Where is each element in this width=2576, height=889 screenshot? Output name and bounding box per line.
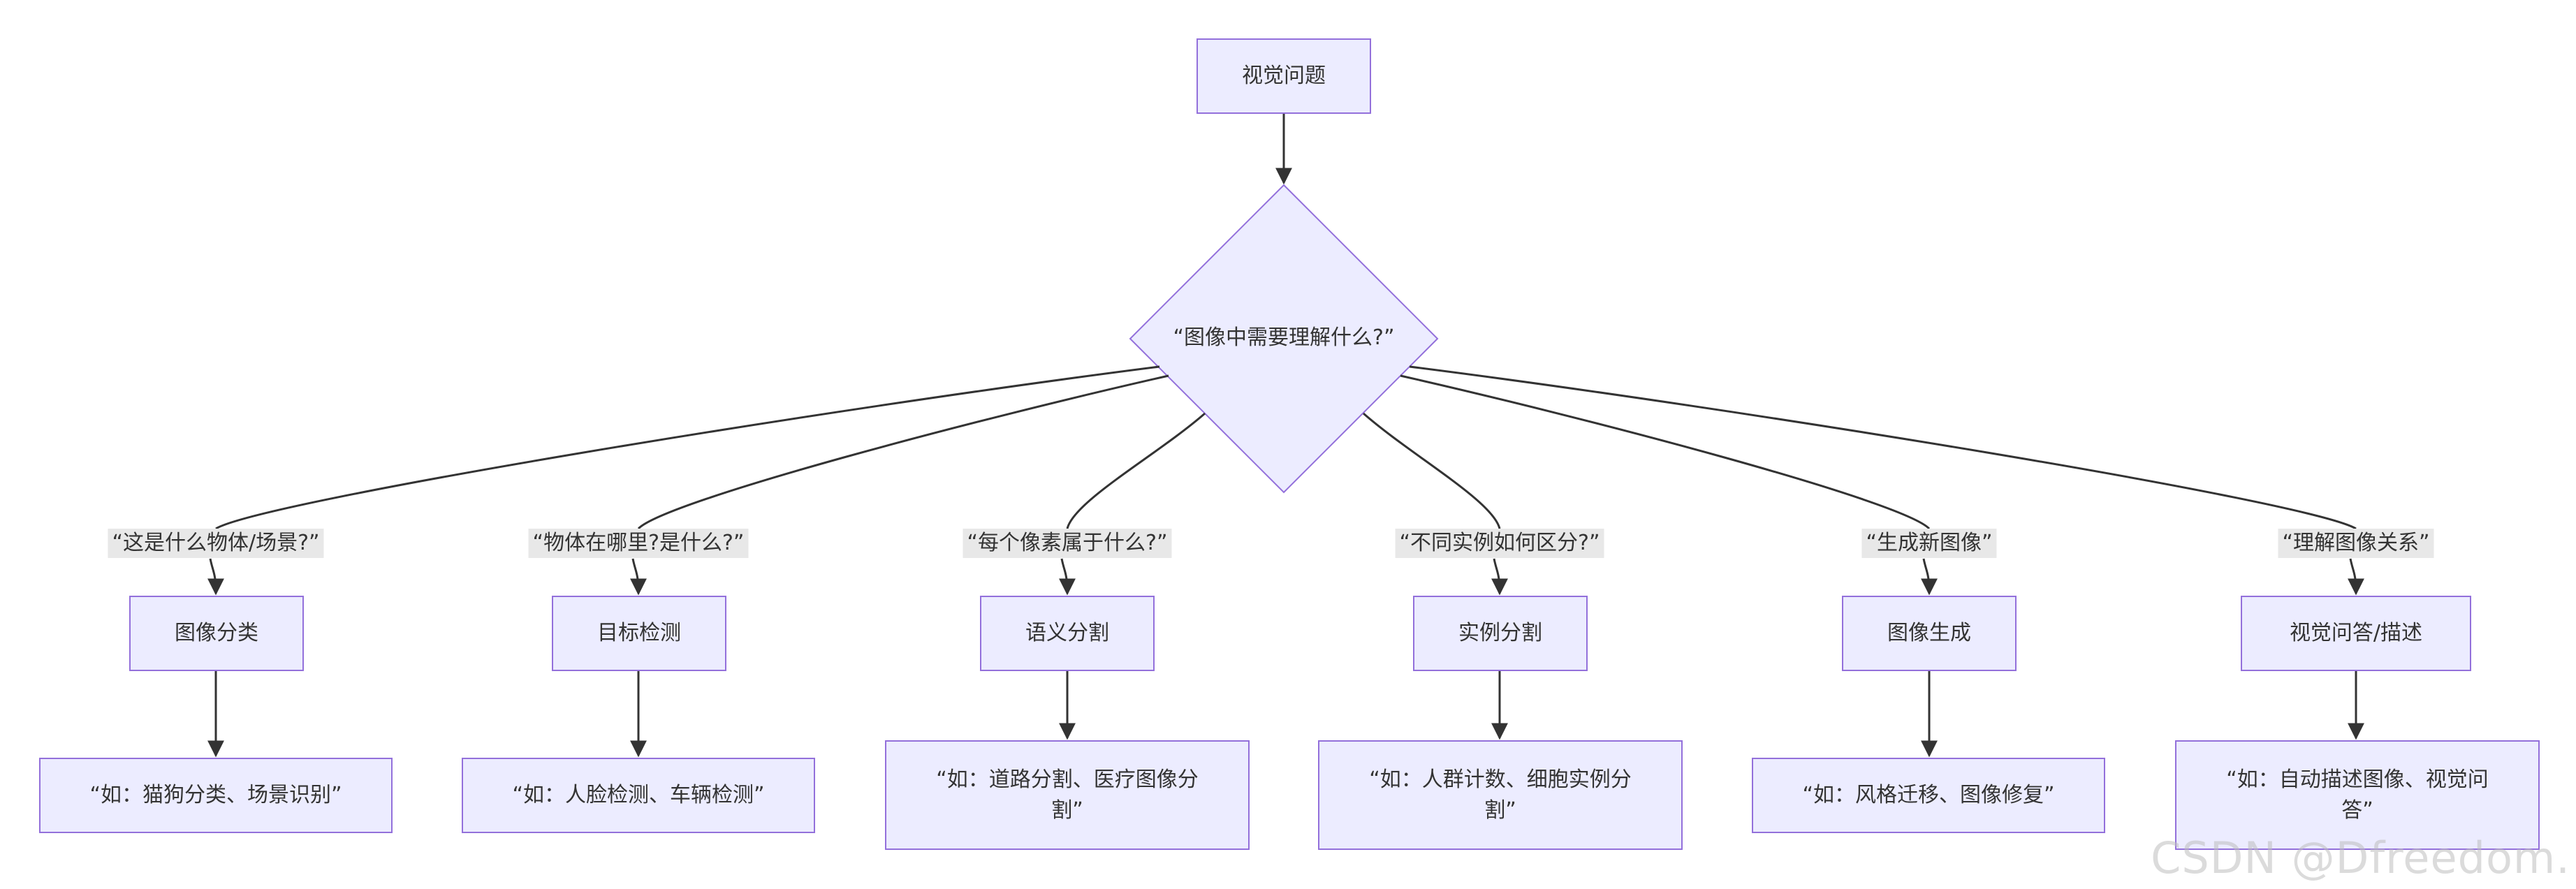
example-label: “如：人脸检测、车辆检测” [512, 783, 765, 807]
root-node[interactable]: 视觉问题 [1196, 38, 1371, 114]
edge-decision-to-question [1409, 365, 2357, 530]
edge-question-to-task [207, 558, 224, 596]
task-label: 实例分割 [1458, 621, 1542, 645]
edge-question-to-task [629, 558, 647, 596]
task-node-image-generation[interactable]: 图像生成 [1842, 596, 2017, 671]
task-node-image-classification[interactable]: 图像分类 [129, 596, 304, 671]
edge-label-question: “理解图像关系” [2278, 529, 2434, 558]
example-node[interactable]: “如：猫狗分类、场景识别” [39, 758, 393, 833]
decision-label: “图像中需要理解什么?” [1173, 325, 1395, 350]
task-node-semantic-segmentation[interactable]: 语义分割 [980, 596, 1155, 671]
example-label: “如：风格迁移、图像修复” [1802, 783, 2055, 807]
example-node[interactable]: “如：道路分割、医疗图像分割” [885, 740, 1250, 850]
task-label: 目标检测 [597, 621, 681, 645]
watermark: CSDN @Dfreedom. [2151, 832, 2570, 883]
example-label: “如：自动描述图像、视觉问答” [2226, 767, 2489, 823]
edge-decision-to-question [637, 374, 1169, 530]
edge-question-to-task [1058, 558, 1076, 596]
example-label: “如：人群计数、细胞实例分割” [1369, 767, 1632, 823]
task-label: 视觉问答/描述 [2289, 621, 2423, 645]
edge-label-question: “每个像素属于什么?” [963, 529, 1172, 558]
example-label: “如：道路分割、医疗图像分割” [936, 767, 1199, 823]
decision-diamond [1129, 184, 1439, 494]
edge-question-to-task [1491, 558, 1508, 596]
edge-label-question: “生成新图像” [1861, 529, 1997, 558]
root-node-label: 视觉问题 [1242, 64, 1326, 88]
edge-question-to-task [2347, 558, 2364, 596]
task-label: 图像生成 [1887, 621, 1971, 645]
task-label: 语义分割 [1025, 621, 1109, 645]
task-node-instance-segmentation[interactable]: 实例分割 [1413, 596, 1588, 671]
edge-question-to-task [1920, 558, 1938, 596]
example-label: “如：猫狗分类、场景识别” [89, 783, 342, 807]
edge-label-question: “物体在哪里?是什么?” [528, 529, 749, 558]
example-node[interactable]: “如：自动描述图像、视觉问答” [2175, 740, 2540, 850]
task-label: 图像分类 [175, 621, 258, 645]
task-node-object-detection[interactable]: 目标检测 [552, 596, 726, 671]
edge-label-question: “这是什么物体/场景?” [108, 529, 324, 558]
example-node[interactable]: “如：人脸检测、车辆检测” [462, 758, 815, 833]
edge-decision-to-question [215, 365, 1160, 530]
example-node[interactable]: “如：风格迁移、图像修复” [1752, 758, 2105, 833]
edge-decision-to-question [1066, 412, 1206, 529]
task-node-visual-qa[interactable]: 视觉问答/描述 [2241, 596, 2471, 671]
example-node[interactable]: “如：人群计数、细胞实例分割” [1318, 740, 1683, 850]
edge-label-question: “不同实例如何区分?” [1395, 529, 1604, 558]
edge-decision-to-question [1400, 374, 1931, 530]
edge-decision-to-question [1363, 412, 1501, 529]
